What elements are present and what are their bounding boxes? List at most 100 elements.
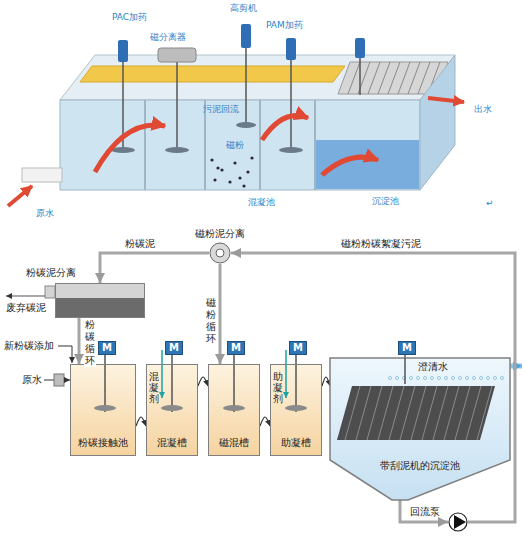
- settling-water: [316, 140, 419, 189]
- launder-dot: [459, 377, 462, 380]
- sludge-fill: [55, 298, 145, 318]
- callout-label: 污泥回流: [203, 104, 239, 115]
- impeller: [161, 405, 183, 411]
- callout-label: 出水: [474, 104, 492, 115]
- weir: [45, 286, 55, 298]
- magnetic-particle: [238, 176, 241, 179]
- tank-label: 磁混槽: [219, 437, 249, 449]
- flow-label: 混凝剂: [149, 371, 159, 404]
- launder-dot: [445, 377, 448, 380]
- motor-box: M: [398, 341, 416, 355]
- tank-label: 助凝槽: [281, 437, 311, 449]
- inlet-line: [44, 380, 54, 381]
- motor: [286, 38, 296, 60]
- propeller: [279, 147, 303, 153]
- outlet-arrow: [428, 98, 464, 102]
- edge-label: 粉碳循环: [84, 319, 96, 367]
- flow-arrow: [322, 377, 330, 386]
- inlet-pipe: [22, 168, 62, 182]
- motor-box: M: [98, 341, 116, 355]
- flow-arrow: [136, 417, 146, 426]
- propeller: [236, 122, 256, 128]
- magnetic-separator: [158, 48, 196, 62]
- pipe-line: [219, 264, 222, 364]
- magnetic-particle: [242, 184, 245, 187]
- tank-fill: [70, 364, 136, 456]
- motor-label: M: [293, 343, 303, 353]
- flow-label: 废弃碳泥: [6, 302, 46, 314]
- pump-triangle: [454, 515, 466, 529]
- launder-dot: [494, 377, 497, 380]
- callout-label: 原水: [36, 208, 54, 219]
- motor-box: M: [227, 341, 245, 355]
- tank-label: 带刮泥机的沉淀池: [380, 460, 460, 472]
- magnetic-particle: [246, 170, 249, 173]
- flow-arrow: [198, 377, 208, 386]
- settler-outline: [330, 358, 510, 500]
- scraper-shaft: [404, 358, 406, 384]
- callout-label: 磁分离器: [150, 32, 186, 43]
- motor-label: M: [231, 343, 241, 353]
- tank-fill: [55, 283, 145, 298]
- flow-arrow: [322, 157, 378, 175]
- motor-box: M: [165, 341, 183, 355]
- dosing-arrow: [58, 346, 72, 363]
- edge-label: 磁粉循环: [205, 297, 217, 345]
- separator-drum: [210, 243, 230, 263]
- flow-arrow: [262, 116, 308, 140]
- motor: [355, 38, 365, 58]
- mixer-shaft: [123, 48, 360, 150]
- motor-label: M: [169, 343, 179, 353]
- dosing-line: [161, 350, 163, 398]
- tank-heading: 粉碳泥分离: [26, 267, 76, 279]
- launder-dot: [417, 377, 420, 380]
- launder-dot: [438, 377, 441, 380]
- inclined-plates: [337, 386, 495, 440]
- pump-label: 回流泵: [410, 506, 440, 518]
- settling-tank: 带刮泥机的沉淀池: [330, 358, 510, 500]
- node-shape: [209, 242, 231, 264]
- walkway: [80, 66, 345, 82]
- launder-dot: [410, 377, 413, 380]
- magnetic-separator: 磁粉泥分离: [209, 242, 231, 264]
- tank-label: 混凝槽: [157, 437, 187, 449]
- callout-label: 混凝池: [248, 197, 275, 208]
- partition-walls: [145, 100, 315, 190]
- motor-label: M: [102, 343, 112, 353]
- motor-box: M: [289, 341, 307, 355]
- launder-dot: [501, 377, 504, 380]
- magnetic-particle: [213, 178, 216, 181]
- tank-front-face: [60, 100, 420, 190]
- tank-label: 粉碳接触池: [78, 437, 128, 449]
- magnetic-particle: [228, 180, 231, 183]
- launder-dot: [473, 377, 476, 380]
- callout-label: 沉淀池: [372, 196, 399, 207]
- launder-dot: [389, 377, 392, 380]
- magnetic-particle: [233, 161, 236, 164]
- flow-label: 澄清水: [418, 361, 448, 373]
- pipe-line: [100, 253, 209, 283]
- separator-hub: [216, 249, 224, 257]
- motor: [118, 40, 128, 62]
- launder-dot: [466, 377, 469, 380]
- flow-label: 助凝剂: [273, 371, 283, 404]
- impeller: [223, 405, 245, 411]
- pipe-line: [78, 318, 81, 364]
- callout-label: 高剪机: [230, 3, 257, 14]
- launder-dot: [487, 377, 490, 380]
- pump-casing: [449, 513, 467, 531]
- magnetic-particle: [210, 158, 213, 161]
- flow-label: 原水: [22, 374, 42, 386]
- flow-arrow: [260, 417, 270, 426]
- edge-label: 磁粉粉碳絮凝污泥: [340, 238, 422, 250]
- launder-dot: [424, 377, 427, 380]
- device-heading: 磁粉泥分离: [195, 228, 245, 240]
- pipe-line: [400, 500, 448, 522]
- flow-label: 新粉碳添加: [4, 340, 54, 352]
- waste-arrow: [6, 295, 45, 296]
- launder-dot: [431, 377, 434, 380]
- impeller: [94, 405, 116, 411]
- motor: [241, 24, 251, 48]
- plate-slats: [345, 386, 492, 440]
- pipe-line: [231, 253, 515, 522]
